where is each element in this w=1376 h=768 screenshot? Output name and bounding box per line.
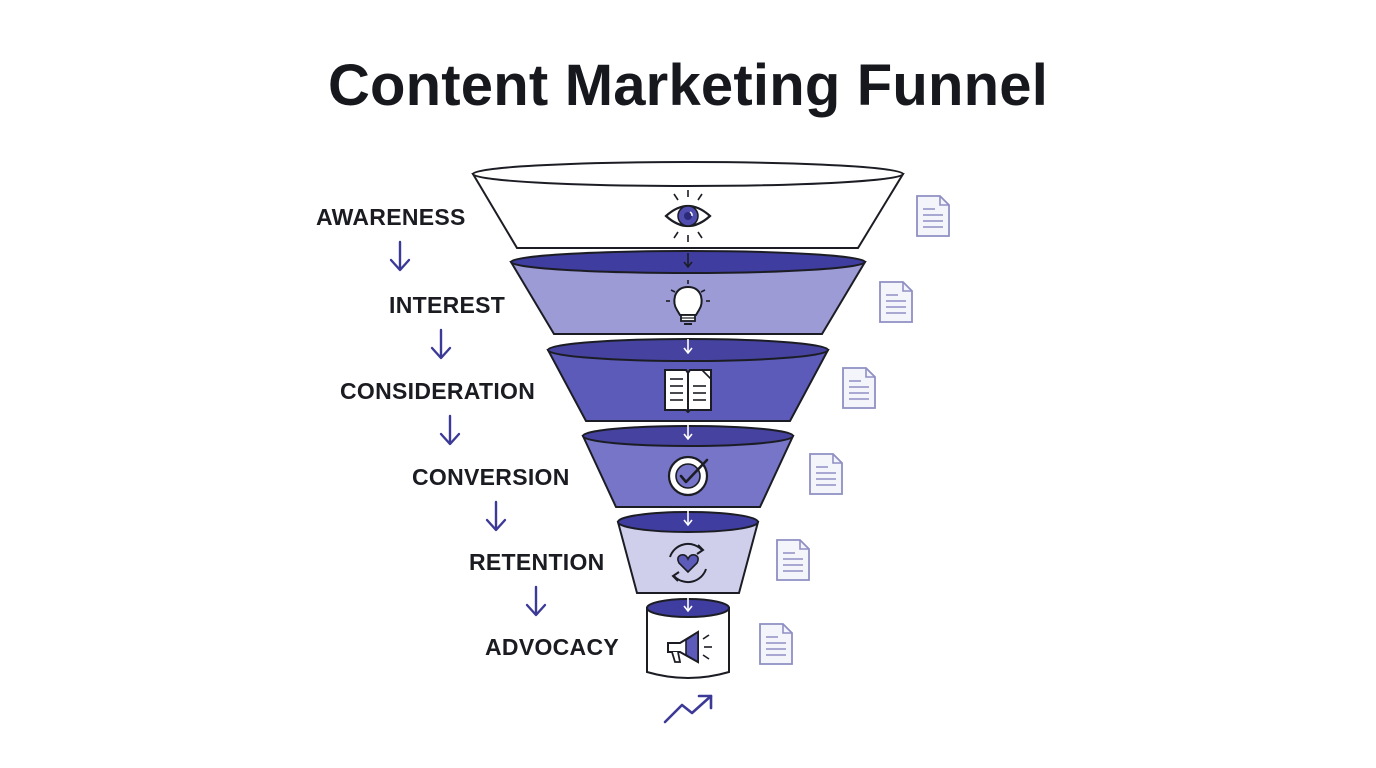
stage-connector-arrow xyxy=(683,511,693,527)
trending-up-icon xyxy=(663,694,713,724)
page-title: Content Marketing Funnel xyxy=(327,53,1049,118)
stage-label-retention: RETENTION xyxy=(469,549,605,575)
stage-label-interest: INTEREST xyxy=(389,292,506,318)
stage-label-conversion: CONVERSION xyxy=(412,464,570,490)
document-icon xyxy=(809,453,843,495)
stage-label-awareness: AWARENESS xyxy=(316,204,466,230)
stage-label-consideration: CONSIDERATION xyxy=(340,378,536,404)
flow-arrow-down-icon xyxy=(525,585,547,617)
flow-arrow-down-icon xyxy=(430,328,452,360)
flow-arrow-down-icon xyxy=(389,240,411,272)
stage-label-advocacy: ADVOCACY xyxy=(485,634,620,660)
eye-icon xyxy=(664,190,712,242)
document-icon xyxy=(842,367,876,409)
lightbulb-icon xyxy=(666,280,710,325)
document-icon xyxy=(879,281,913,323)
flow-arrow-down-icon xyxy=(439,414,461,446)
document-icon xyxy=(759,623,793,665)
stage-connector-arrow xyxy=(683,339,693,355)
heart-cycle-icon xyxy=(669,542,707,584)
document-icons xyxy=(759,195,950,665)
stage-connector-arrow xyxy=(683,425,693,441)
megaphone-icon xyxy=(667,630,712,664)
document-icon xyxy=(776,539,810,581)
stage-connector-arrow xyxy=(683,597,693,613)
document-icon xyxy=(916,195,950,237)
check-target-icon xyxy=(667,455,709,497)
stage-connector-arrow xyxy=(683,253,693,269)
book-icon xyxy=(664,369,712,414)
flow-arrow-down-icon xyxy=(485,500,507,532)
